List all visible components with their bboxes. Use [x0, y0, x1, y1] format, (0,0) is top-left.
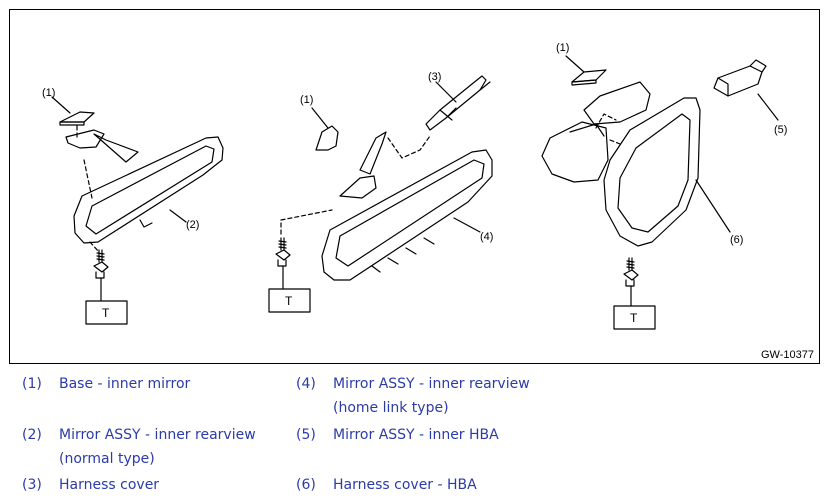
mirror-assy-normal-part — [73, 136, 224, 244]
diagram-canvas: (1) (2) (1) (3) (4) (1) (5) (6) T T T GW… — [42, 42, 814, 361]
legend-text: Mirror ASSY - inner HBA — [333, 427, 499, 443]
legend-text: Harness cover — [59, 477, 160, 493]
leaders-3 — [565, 55, 779, 307]
legend-text: Base - inner mirror — [59, 376, 191, 392]
mirror-stay-part — [65, 129, 139, 163]
torque-box-1 — [85, 300, 128, 325]
base-inner-mirror-part-2 — [315, 125, 339, 151]
torque-label-3: T — [630, 311, 638, 325]
legend-num: (2) — [22, 427, 42, 443]
callout-2: (2) — [186, 219, 199, 231]
leader-dashed-2 — [280, 135, 431, 235]
legend-num: (6) — [296, 477, 316, 493]
legend-num: (1) — [22, 376, 42, 392]
legend-text-line2: (home link type) — [333, 400, 449, 416]
mirror-stay-part-2 — [339, 131, 387, 199]
torque-box-2 — [268, 288, 311, 313]
parts-diagram: (1) (2) (1) (3) (4) (1) (5) (6) T T T GW… — [9, 9, 820, 364]
callout-1-b: (1) — [300, 94, 313, 106]
legend-num: (4) — [296, 376, 316, 392]
harness-cover-part — [425, 75, 491, 131]
legend-text: Mirror ASSY - inner rearview — [333, 376, 530, 392]
torque-label-1: T — [102, 306, 110, 320]
base-inner-mirror-part — [59, 111, 95, 126]
leader-dashed-3 — [595, 113, 621, 145]
callout-4: (4) — [480, 231, 493, 243]
legend-num: (5) — [296, 427, 316, 443]
legend-text: Mirror ASSY - inner rearview — [59, 427, 256, 443]
callout-1-c: (1) — [556, 42, 569, 54]
leaders-2 — [282, 81, 481, 289]
mirror-assy-home-link-part — [321, 149, 493, 281]
mirror-assy-hba-body-part — [603, 97, 701, 247]
leader-dashed-1 — [76, 125, 100, 253]
legend-text: Harness cover - HBA — [333, 477, 477, 493]
torque-label-2: T — [285, 294, 293, 308]
screw-3 — [623, 257, 639, 287]
mirror-assy-inner-hba-part — [713, 59, 767, 97]
callout-6: (6) — [730, 234, 743, 246]
callout-5: (5) — [774, 124, 787, 136]
screw-1 — [93, 249, 109, 279]
figure-id: GW-10377 — [761, 349, 814, 361]
leaders-1 — [51, 96, 187, 301]
torque-box-3 — [613, 305, 656, 330]
legend-text-line2: (normal type) — [59, 451, 155, 467]
callout-3: (3) — [428, 71, 441, 83]
legend-num: (3) — [22, 477, 42, 493]
screw-2 — [275, 237, 291, 267]
callout-1-a: (1) — [42, 87, 55, 99]
harness-cover-hba-part — [541, 81, 651, 183]
base-inner-mirror-part-3 — [571, 69, 607, 86]
